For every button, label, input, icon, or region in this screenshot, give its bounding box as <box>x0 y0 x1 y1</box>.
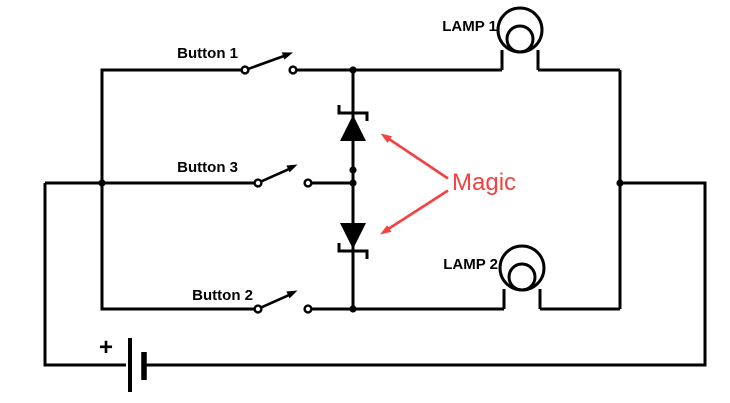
lamp2-bulb-inner <box>507 262 537 292</box>
lamp1-bulb-outer <box>496 6 544 54</box>
button1-contact-right <box>288 65 298 75</box>
magic-arrow-upper-line <box>388 137 449 180</box>
lamp1-label: LAMP 1 <box>442 18 497 35</box>
switch-button-2: Button 2 <box>192 287 313 314</box>
wires <box>43 68 707 367</box>
junction-dots <box>98 66 624 313</box>
diode-upper-triangle <box>340 115 366 141</box>
junction-left-branch <box>98 179 106 187</box>
lamp-2: LAMP 2 <box>443 244 546 309</box>
junction-top-center <box>349 66 357 74</box>
diode-lower-triangle <box>340 223 366 249</box>
magic-arrow-lower-line <box>388 189 449 230</box>
junction-center-mid <box>349 179 357 187</box>
magic-arrow-upper-head <box>380 133 392 143</box>
diode-lower-cathode-bar <box>337 243 369 259</box>
wire-left-branch <box>100 68 255 311</box>
magic-label: Magic <box>452 169 516 196</box>
wire-battery-to-right <box>146 181 707 367</box>
switch-button-3: Button 3 <box>177 159 313 188</box>
battery-polarity-label: + <box>99 334 113 361</box>
button3-arm-arrowhead <box>286 164 298 173</box>
button3-contact-left <box>253 178 263 188</box>
diode-lower <box>337 223 369 259</box>
junction-right-rail <box>616 179 624 187</box>
wire-left-to-battery <box>43 183 126 367</box>
button3-contact-right <box>303 178 313 188</box>
button3-arm <box>260 168 290 183</box>
junction-center-upper <box>349 166 357 174</box>
switch-button-1: Button 1 <box>177 45 298 75</box>
magic-arrow-lower-head <box>380 225 392 235</box>
diode-upper <box>337 105 369 141</box>
button1-arm-arrowhead <box>281 52 293 60</box>
lamp-1: LAMP 1 <box>442 6 544 70</box>
button3-label: Button 3 <box>177 159 238 176</box>
button2-arm <box>260 294 290 309</box>
button1-label: Button 1 <box>177 45 238 62</box>
junction-center-lower <box>349 305 357 313</box>
magic-annotation: Magic <box>380 133 516 235</box>
lamp2-bulb-outer <box>498 244 546 292</box>
button2-arm-arrowhead <box>286 290 298 299</box>
button2-contact-right <box>303 304 313 314</box>
button2-label: Button 2 <box>192 287 253 304</box>
button2-contact-left <box>253 304 263 314</box>
button1-contact-left <box>240 65 250 75</box>
diode-upper-cathode-bar <box>337 105 369 121</box>
lamp2-label: LAMP 2 <box>443 256 498 273</box>
battery: + <box>99 334 147 392</box>
lamp1-bulb-inner <box>505 24 535 54</box>
button1-arm <box>248 54 285 71</box>
